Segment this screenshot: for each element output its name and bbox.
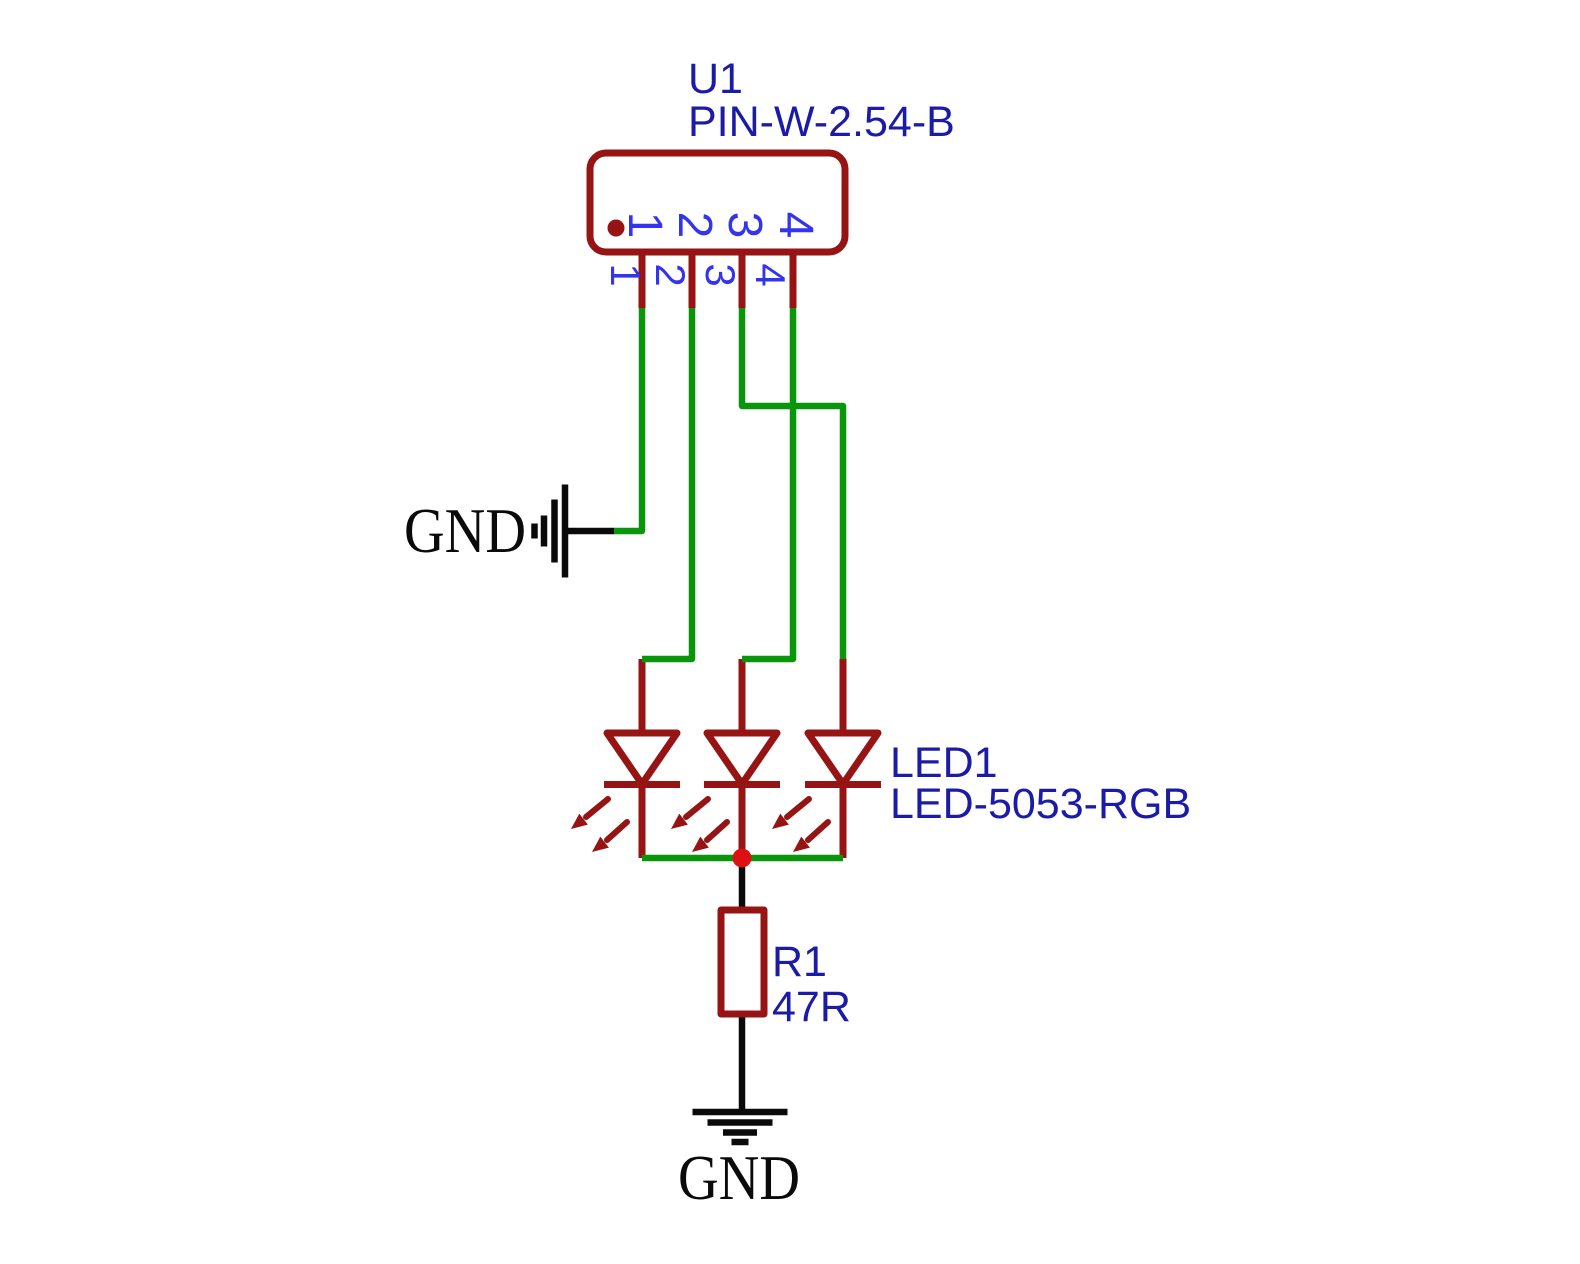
ground-symbol-left[interactable]: [531, 484, 615, 578]
connector-part-label[interactable]: PIN-W-2.54-B: [688, 98, 955, 146]
wire-pin4-to-led2[interactable]: [742, 308, 797, 663]
led1-element-blue[interactable]: [772, 659, 881, 858]
wire-pin1-to-gnd[interactable]: [614, 308, 646, 535]
wire-pin2-to-led1[interactable]: [642, 308, 696, 663]
connector-pin1-origin-dot: [607, 219, 625, 237]
connector-reference-label[interactable]: U1: [688, 55, 743, 103]
connector-pin-number-3: 3: [697, 263, 744, 287]
connector-u1-body[interactable]: [586, 149, 849, 256]
connector-u1-pins[interactable]: [638, 252, 797, 308]
connector-pin-number-1: 1: [602, 263, 649, 287]
resistor-value-label[interactable]: 47R: [772, 983, 851, 1031]
connector-pin-name-3: 3: [718, 211, 771, 239]
resistor-r1-body[interactable]: [717, 906, 768, 1018]
connector-pin-number-2: 2: [647, 263, 694, 287]
resistor-reference-label[interactable]: R1: [772, 938, 827, 986]
connector-pin-name-1: 1: [618, 211, 671, 239]
connector-pin-name-4: 4: [769, 211, 822, 239]
led-part-label[interactable]: LED-5053-RGB: [890, 780, 1192, 828]
connector-pin-number-4: 4: [747, 263, 794, 287]
led1-element-green[interactable]: [671, 659, 780, 858]
led-reference-label[interactable]: LED1: [890, 739, 998, 787]
junction-dot: [732, 848, 752, 868]
ground-bottom-label[interactable]: GND: [678, 1142, 801, 1213]
connector-pin-name-2: 2: [668, 211, 721, 239]
led1-element-red[interactable]: [571, 659, 680, 858]
ground-left-label[interactable]: GND: [404, 495, 527, 566]
